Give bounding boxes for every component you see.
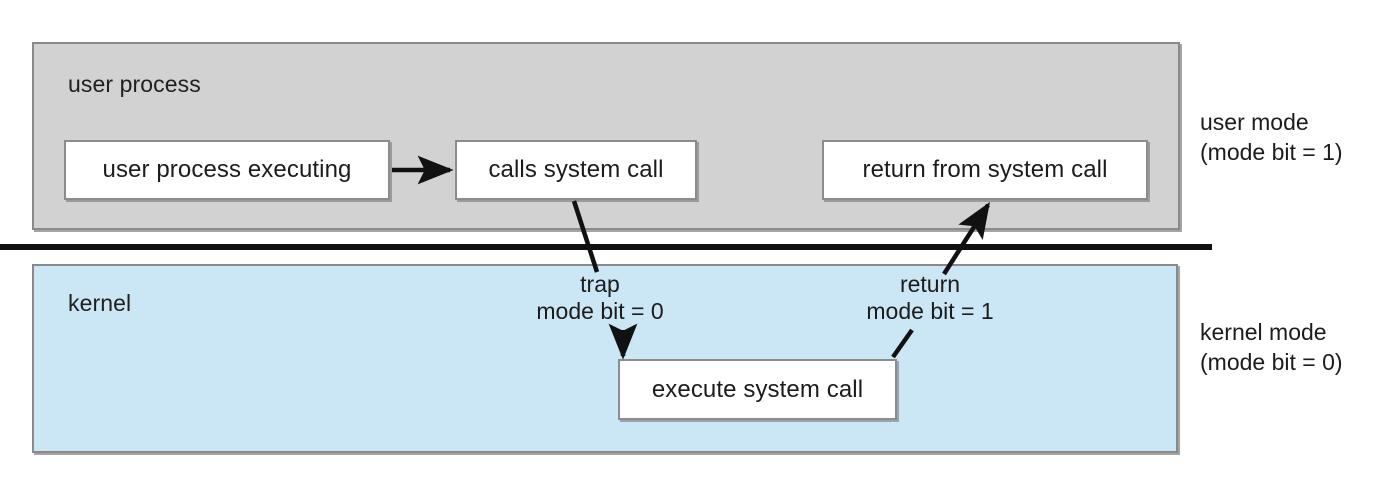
step-box-return-from-system-call: return from system call (822, 140, 1148, 200)
step-label-user-process-executing: user process executing (102, 156, 352, 183)
kernel-mode-region (32, 264, 1178, 453)
step-box-calls-system-call: calls system call (455, 140, 697, 200)
kernel-mode-side-label: kernel mode (mode bit = 0) (1200, 318, 1343, 378)
kernel-mode-side-label-line1: kernel mode (1200, 319, 1327, 345)
step-label-return-from-system-call: return from system call (862, 156, 1108, 183)
transition-name-return: return (899, 271, 961, 297)
user-mode-side-label-line2: (mode bit = 1) (1200, 138, 1343, 165)
step-label-calls-system-call: calls system call (488, 156, 664, 183)
transition-detail-trap: mode bit = 0 (536, 297, 664, 324)
transition-annotation-trap: trap mode bit = 0 (470, 271, 730, 325)
user-mode-side-label-line1: user mode (1200, 109, 1309, 135)
step-box-user-process-executing: user process executing (64, 140, 390, 200)
transition-annotation-return: return mode bit = 1 (800, 271, 1060, 325)
user-mode-region (32, 42, 1180, 230)
kernel-region-caption: kernel (68, 290, 132, 316)
transition-detail-return: mode bit = 1 (866, 297, 994, 324)
user-process-region-caption: user process (68, 71, 201, 97)
user-mode-side-label: user mode (mode bit = 1) (1200, 108, 1343, 168)
transition-name-trap: trap (580, 271, 620, 297)
kernel-mode-side-label-line2: (mode bit = 0) (1200, 348, 1343, 375)
step-box-execute-system-call: execute system call (618, 359, 897, 420)
step-label-execute-system-call: execute system call (651, 375, 864, 403)
